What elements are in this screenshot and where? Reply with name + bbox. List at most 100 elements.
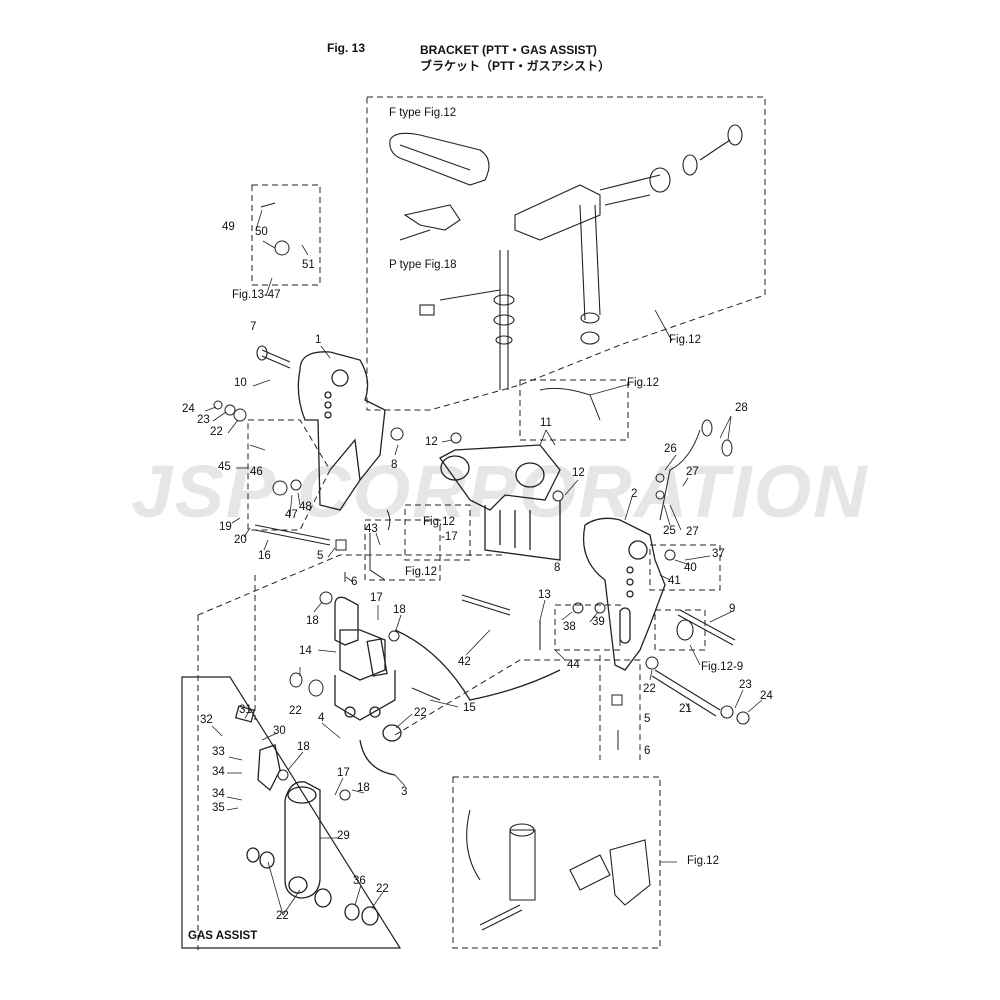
callout-3: 3 bbox=[401, 786, 408, 798]
callout-24a: 24 bbox=[182, 403, 195, 415]
fig12-bottom-box bbox=[452, 776, 661, 949]
callout-6b: 6 bbox=[644, 745, 651, 757]
shafts bbox=[254, 345, 750, 725]
fig12-17-box bbox=[404, 504, 471, 561]
fig12-left-box bbox=[364, 519, 441, 581]
ref-fig12-17-suffix: -17 bbox=[441, 531, 458, 543]
callout-27b: 27 bbox=[686, 526, 699, 538]
bracket-right bbox=[582, 517, 666, 671]
ref-fig13-47: Fig.13-47 bbox=[232, 289, 281, 301]
callout-5b: 5 bbox=[644, 713, 651, 725]
gas-cylinder bbox=[234, 705, 379, 926]
ref-fig12-top: Fig.12 bbox=[669, 334, 701, 346]
callout-2: 2 bbox=[631, 488, 638, 500]
callout-38: 38 bbox=[563, 621, 576, 633]
callout-17b: 17 bbox=[337, 767, 350, 779]
callout-9: 9 bbox=[729, 603, 736, 615]
long-bolt-13 bbox=[461, 594, 511, 616]
callout-1: 1 bbox=[315, 334, 322, 346]
callout-8b: 8 bbox=[554, 562, 561, 574]
callout-23b: 23 bbox=[739, 679, 752, 691]
callout-18b: 18 bbox=[393, 604, 406, 616]
steering-pivot bbox=[514, 124, 743, 345]
callout-42: 42 bbox=[458, 656, 471, 668]
bottom-fig12-assembly bbox=[466, 809, 651, 931]
gas-assist-frame bbox=[181, 676, 402, 949]
leader-lines bbox=[204, 209, 763, 916]
ref-fig12-9: Fig.12-9 bbox=[701, 661, 744, 673]
callout-14: 14 bbox=[299, 645, 312, 657]
callout-48: 48 bbox=[299, 501, 312, 513]
callout-33: 33 bbox=[212, 746, 225, 758]
ref-fig12-left: Fig.12 bbox=[405, 566, 437, 578]
callout-28: 28 bbox=[735, 402, 748, 414]
callout-11: 11 bbox=[540, 417, 552, 429]
callout-27a: 27 bbox=[686, 466, 699, 478]
callout-29: 29 bbox=[337, 830, 350, 842]
ref-f-type: F type Fig.12 bbox=[389, 107, 457, 119]
figure-number: Fig. 13 bbox=[327, 41, 366, 55]
callout-21: 21 bbox=[679, 703, 692, 715]
callout-6a: 6 bbox=[351, 576, 358, 588]
callout-35: 35 bbox=[212, 802, 225, 814]
callout-34a: 34 bbox=[212, 766, 225, 778]
callout-16: 16 bbox=[258, 550, 271, 562]
callout-22a: 22 bbox=[210, 426, 223, 438]
box-39 bbox=[554, 604, 621, 651]
fig13-47-box bbox=[251, 184, 321, 286]
callout-5a: 5 bbox=[317, 550, 324, 562]
callout-18c: 18 bbox=[297, 741, 310, 753]
ptt-unit bbox=[334, 596, 561, 776]
bolt-7 bbox=[261, 349, 291, 369]
callout-18a: 18 bbox=[306, 615, 319, 627]
callout-17a: 17 bbox=[370, 592, 383, 604]
callout-31: 31 bbox=[239, 704, 252, 716]
gas-assist-label: GAS ASSIST bbox=[188, 930, 258, 942]
callout-45: 45 bbox=[218, 461, 231, 473]
callout-7: 7 bbox=[250, 321, 257, 333]
callout-30: 30 bbox=[273, 725, 286, 737]
figure-title: BRACKET (PTT・GAS ASSIST) bbox=[420, 43, 597, 57]
callout-46: 46 bbox=[250, 466, 263, 478]
callout-43: 43 bbox=[365, 523, 378, 535]
fig12-right-box bbox=[519, 379, 629, 441]
callout-13: 13 bbox=[538, 589, 551, 601]
callout-39: 39 bbox=[592, 616, 605, 628]
callout-41: 41 bbox=[668, 575, 681, 587]
callout-22b: 22 bbox=[289, 705, 302, 717]
fig12-9-box bbox=[654, 609, 706, 651]
watermark: JSP CORPORATION bbox=[131, 450, 869, 533]
callout-4: 4 bbox=[318, 712, 325, 724]
ref-fig12-bottom: Fig.12 bbox=[687, 855, 719, 867]
callout-32: 32 bbox=[200, 714, 213, 726]
callout-44: 44 bbox=[567, 659, 580, 671]
ref-fig12-right: Fig.12 bbox=[627, 377, 659, 389]
shaft-21 bbox=[651, 669, 721, 717]
callout-36: 36 bbox=[353, 875, 366, 887]
long-dash-diag bbox=[197, 554, 505, 616]
p-type-lever bbox=[399, 204, 461, 241]
callout-22f: 22 bbox=[376, 883, 389, 895]
small-parts bbox=[213, 202, 733, 801]
fig12-top-box bbox=[366, 96, 766, 411]
dashed-group-boxes bbox=[197, 96, 766, 950]
callout-15: 15 bbox=[463, 702, 476, 714]
callout-49: 49 bbox=[222, 221, 235, 233]
tilt-rod-stack bbox=[419, 250, 515, 390]
bracket-left bbox=[297, 351, 386, 511]
callout-8a: 8 bbox=[391, 459, 398, 471]
callout-37: 37 bbox=[712, 548, 725, 560]
callout-51: 51 bbox=[302, 259, 315, 271]
callout-22c: 22 bbox=[414, 707, 427, 719]
callout-40: 40 bbox=[684, 562, 697, 574]
callout-10: 10 bbox=[234, 377, 247, 389]
callout-26: 26 bbox=[664, 443, 677, 455]
callout-12b: 12 bbox=[572, 467, 585, 479]
ref-fig12-17: Fig.12 bbox=[423, 516, 455, 528]
callout-25: 25 bbox=[663, 525, 676, 537]
callout-47: 47 bbox=[285, 509, 298, 521]
long-dash-diag2 bbox=[394, 659, 641, 760]
callout-19: 19 bbox=[219, 521, 232, 533]
callout-34b: 34 bbox=[212, 788, 225, 800]
